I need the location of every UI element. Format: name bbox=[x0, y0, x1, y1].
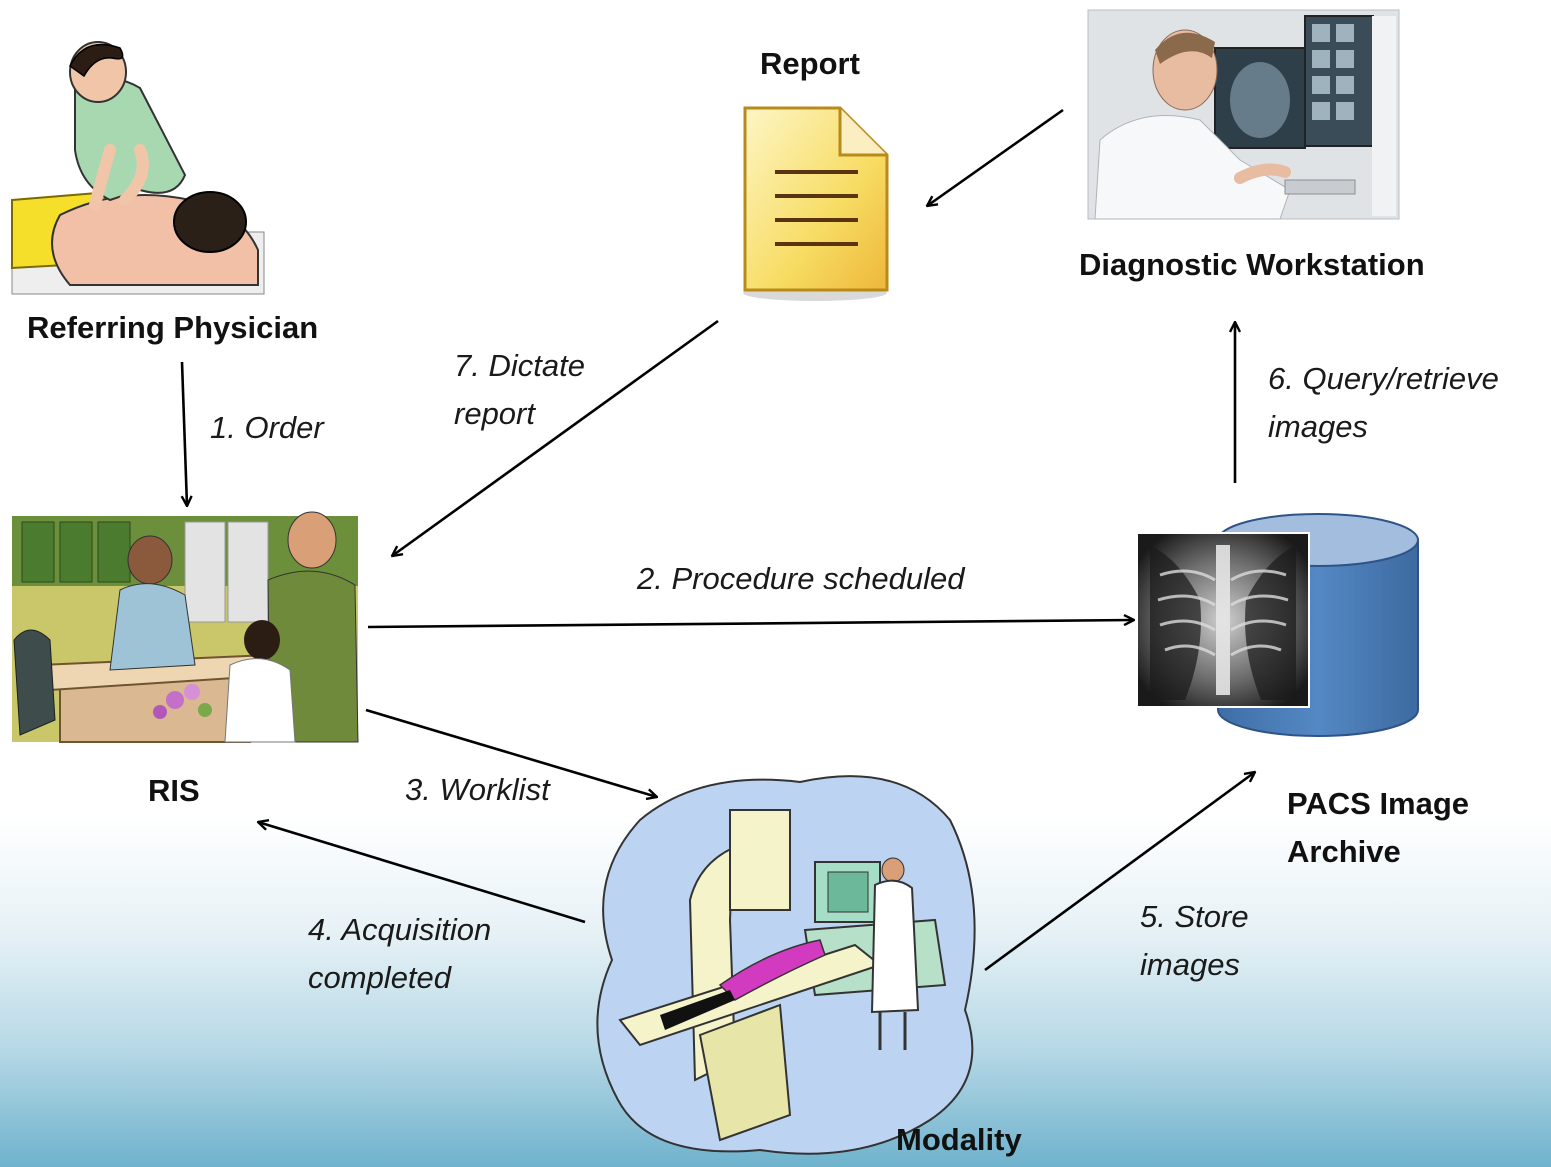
pacs-archive-label-line1: PACS Image bbox=[1287, 786, 1470, 821]
edge-acquisition-label: 4. Acquisition completed bbox=[308, 906, 491, 1002]
edge-acquisition-arrow bbox=[258, 822, 586, 924]
edge-dictate-report-label-line1: 7. Dictate bbox=[454, 348, 585, 383]
edge-query-retrieve-label-line1: 6. Query/retrieve bbox=[1268, 361, 1499, 396]
diagnostic-workstation-icon bbox=[1087, 9, 1400, 220]
referring-physician-icon bbox=[11, 40, 265, 295]
edge-acquisition-label-line2: completed bbox=[308, 960, 452, 995]
edge-store-images-label-line1: 5. Store bbox=[1140, 899, 1249, 934]
edge-dictate-report-arrow bbox=[392, 319, 719, 556]
report-document-icon bbox=[743, 106, 889, 301]
edge-procedure-scheduled-label: 2. Procedure scheduled bbox=[637, 561, 965, 596]
referring-physician-label: Referring Physician bbox=[27, 310, 319, 345]
edge-store-images-arrow bbox=[984, 772, 1255, 972]
edge-store-images-label: 5. Store images bbox=[1140, 893, 1249, 989]
edge-dictate-report-label-line2: report bbox=[454, 396, 535, 431]
edge-worklist-label: 3. Worklist bbox=[405, 772, 550, 807]
edge-acquisition-label-line1: 4. Acquisition bbox=[308, 912, 492, 947]
edge-order-label: 1. Order bbox=[210, 410, 324, 445]
pacs-archive-icon bbox=[1136, 513, 1419, 737]
modality-icon bbox=[596, 775, 976, 1155]
edge-store-images-label-line2: images bbox=[1140, 947, 1240, 982]
report-label: Report bbox=[760, 46, 860, 81]
ris-label: RIS bbox=[148, 773, 200, 808]
diagnostic-workstation-label: Diagnostic Workstation bbox=[1079, 247, 1425, 282]
edge-workstation-to-report-arrow bbox=[927, 108, 1064, 206]
edge-worklist-arrow bbox=[365, 708, 657, 797]
edge-query-retrieve-label-line2: images bbox=[1268, 409, 1368, 444]
edge-order-arrow bbox=[182, 361, 187, 506]
edge-dictate-report-label: 7. Dictate report bbox=[454, 342, 585, 438]
edge-procedure-scheduled-arrow bbox=[367, 620, 1134, 629]
pacs-archive-label-line2: Archive bbox=[1287, 834, 1401, 869]
edge-query-retrieve-label: 6. Query/retrieve images bbox=[1268, 355, 1499, 451]
modality-label: Modality bbox=[896, 1122, 1022, 1157]
ris-icon bbox=[12, 511, 359, 743]
